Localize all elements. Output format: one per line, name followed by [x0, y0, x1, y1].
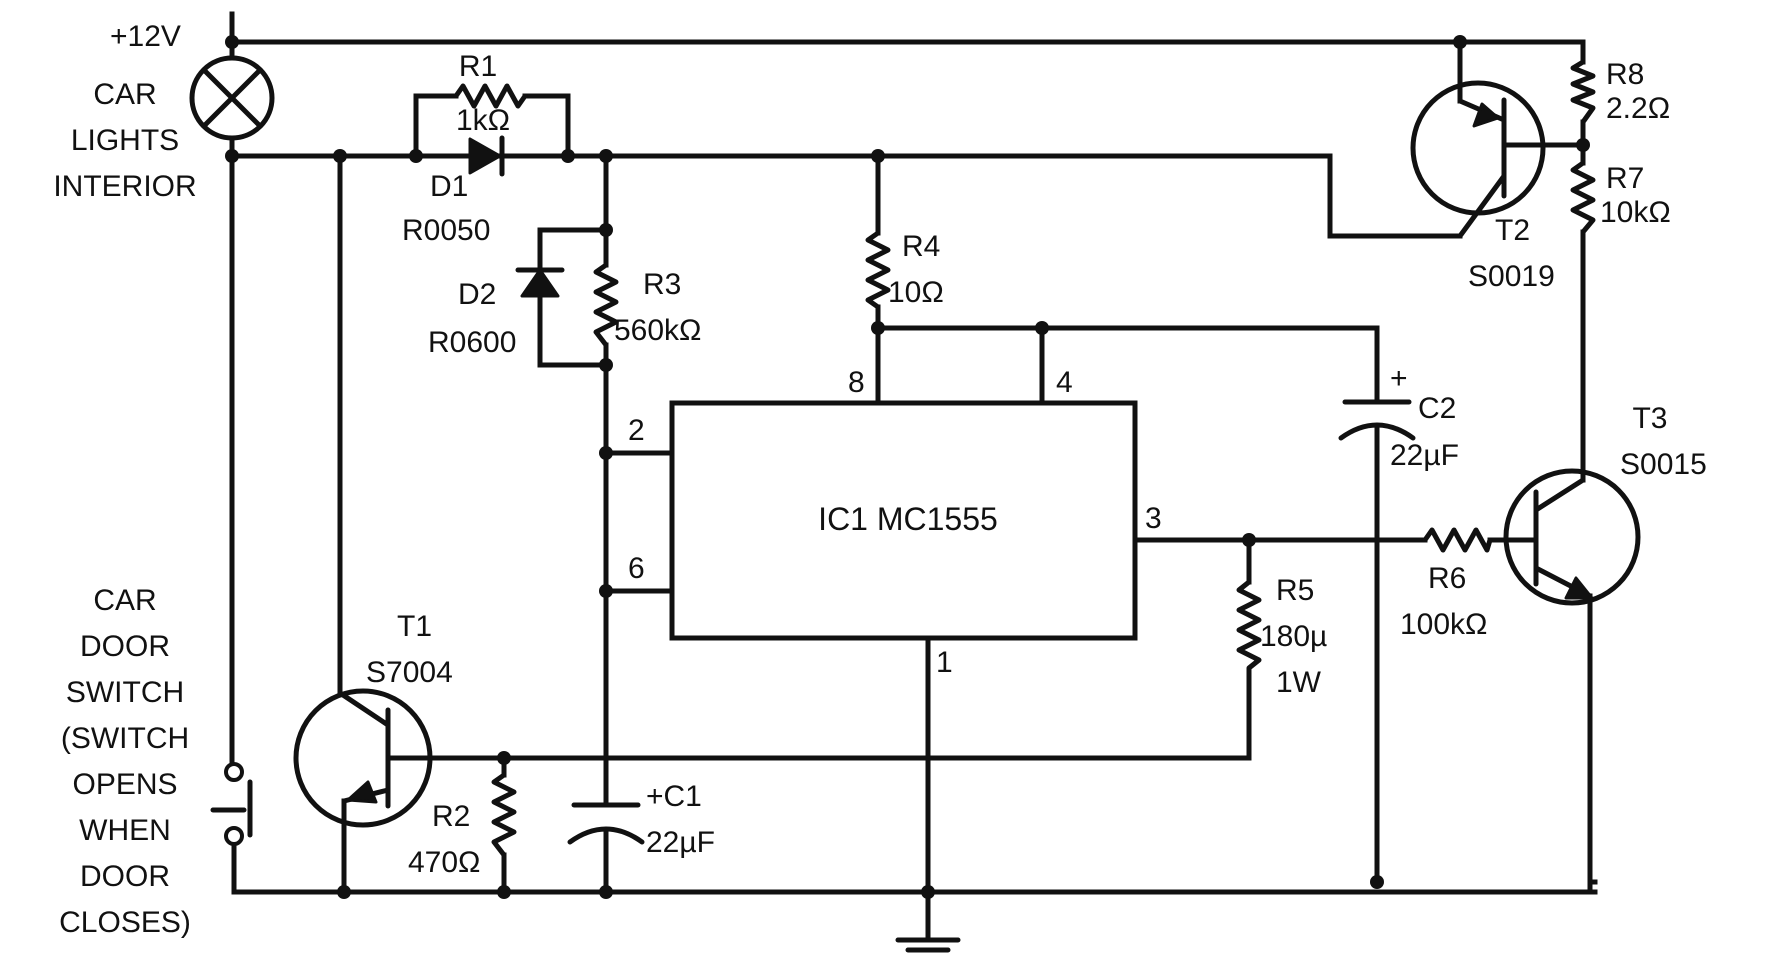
r1-value: 1kΩ — [456, 104, 510, 137]
door-switch — [210, 762, 253, 846]
pin-2-label: 2 — [628, 414, 645, 447]
node-rail — [229, 153, 1463, 239]
ic1-label: IC1 MC1555 — [818, 501, 998, 537]
transistor-t3 — [1503, 468, 1641, 606]
r5-name: R5 — [1276, 574, 1314, 607]
t2-part: S0019 — [1468, 260, 1555, 293]
capacitor-c2 — [1338, 399, 1416, 441]
r8-name: R8 — [1606, 58, 1644, 91]
r7-value: 10kΩ — [1600, 196, 1671, 229]
r2-name: R2 — [432, 800, 470, 833]
r8-resistor-icon — [1570, 59, 1596, 125]
c2-plus: + — [1390, 362, 1408, 395]
r5-resistor-icon — [1236, 579, 1262, 715]
switch-label: CLOSES) — [59, 906, 191, 939]
r7-name: R7 — [1606, 162, 1644, 195]
r4-value: 10Ω — [888, 276, 944, 309]
ic1-box — [669, 400, 1138, 641]
r6-name: R6 — [1428, 562, 1466, 595]
d2-name: D2 — [458, 278, 496, 311]
car-lights-lamp — [189, 55, 275, 141]
t3-name: T3 — [1632, 402, 1667, 435]
switch-contact-icon — [224, 826, 244, 846]
c2-value: 22µF — [1390, 439, 1459, 472]
switch-label: (SWITCH — [61, 722, 189, 755]
labels: +12V CAR LIGHTS INTERIOR CAR DOOR SWITCH… — [53, 20, 1706, 939]
d1-part: R0050 — [402, 214, 490, 247]
capacitor-c1 — [567, 802, 645, 845]
d2-diode-icon — [520, 268, 560, 298]
reset-wire — [875, 325, 1380, 405]
switch-contact-icon — [224, 762, 244, 782]
lamp-label: INTERIOR — [53, 170, 196, 203]
r4-resistor-icon — [865, 230, 891, 310]
switch-label: CAR — [93, 584, 156, 617]
r1-name: R1 — [459, 50, 497, 83]
c1-name: +C1 — [646, 780, 702, 813]
r8-value: 2.2Ω — [1606, 92, 1670, 125]
supply-rail — [229, 11, 1586, 45]
supply-label: +12V — [110, 20, 181, 53]
switch-label: DOOR — [80, 630, 170, 663]
lamp-label: CAR — [93, 78, 156, 111]
pin-4-label: 4 — [1056, 366, 1073, 399]
switch-label: DOOR — [80, 860, 170, 893]
switch-label: OPENS — [72, 768, 177, 801]
diode-d2 — [515, 267, 565, 298]
d1-diode-icon — [468, 137, 502, 175]
lamp-label: LIGHTS — [71, 124, 179, 157]
t1-name: T1 — [397, 610, 432, 643]
lamp-icon — [189, 55, 275, 141]
r2-value: 470Ω — [408, 846, 480, 879]
pin-3-label: 3 — [1145, 502, 1162, 535]
transistor-t1 — [293, 688, 433, 828]
diode-d1 — [468, 135, 505, 177]
pin-1-label: 1 — [936, 646, 953, 679]
junctions — [225, 35, 1590, 899]
c2-name: C2 — [1418, 392, 1456, 425]
r3-value: 560kΩ — [614, 314, 701, 347]
r3-resistor-icon — [593, 262, 619, 348]
ground-icon — [895, 937, 961, 953]
t3-transistor-icon — [1503, 468, 1641, 606]
pin-6-label: 6 — [628, 552, 645, 585]
d1-name: D1 — [430, 170, 468, 203]
switch-label: WHEN — [79, 814, 171, 847]
t1-part: S7004 — [366, 656, 453, 689]
t1-base-wire — [427, 709, 1252, 761]
c1-value: 22µF — [646, 826, 715, 859]
r1-resistor-icon — [453, 83, 528, 109]
r3-name: R3 — [643, 268, 681, 301]
r6-resistor-icon — [1422, 527, 1493, 553]
switch-label: SWITCH — [66, 676, 184, 709]
t3-emitter-wire — [1587, 593, 1598, 885]
transistor-t2 — [1410, 80, 1546, 239]
pin-8-label: 8 — [848, 366, 865, 399]
r5-value: 180µ — [1260, 620, 1327, 653]
resistors — [453, 59, 1596, 858]
r6-value: 100kΩ — [1400, 608, 1487, 641]
t2-name: T2 — [1495, 214, 1530, 247]
r4-name: R4 — [902, 230, 940, 263]
r7-resistor-icon — [1570, 160, 1596, 235]
r2-resistor-icon — [491, 772, 517, 858]
t3-part: S0015 — [1620, 448, 1707, 481]
r5-rating: 1W — [1276, 666, 1322, 699]
t2-transistor-icon — [1410, 80, 1546, 216]
d2-part: R0600 — [428, 326, 516, 359]
